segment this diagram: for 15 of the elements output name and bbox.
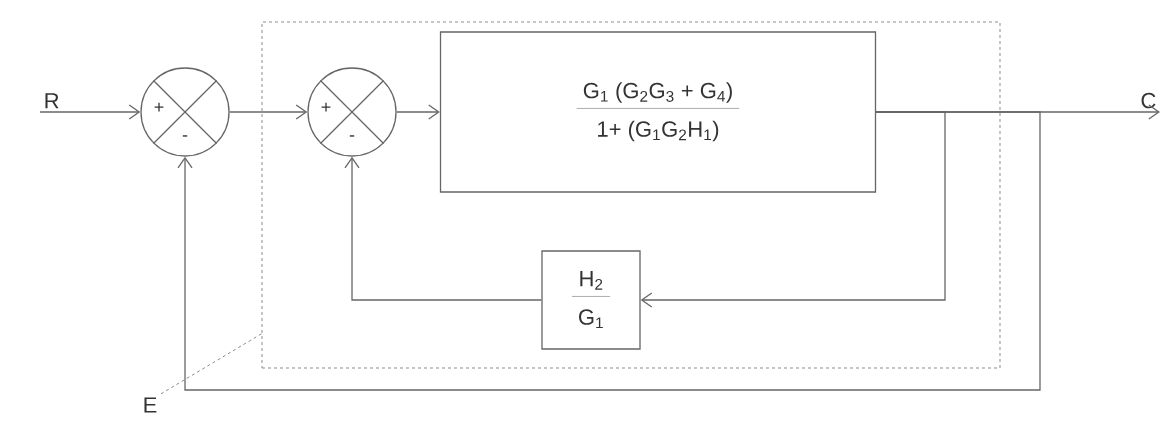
transfer-function-block: G$_{1}$ (G$_{2}$G$_{3}$ + G$_{4}$) 1+ (G$_{1}$G$_{2}$H$_{1}$) bbox=[439, 31, 877, 193]
arrow bbox=[229, 104, 308, 120]
arrow bbox=[396, 104, 440, 120]
signal-label: C bbox=[1141, 92, 1156, 109]
arrow bbox=[344, 156, 542, 301]
summing-junction: + - bbox=[307, 67, 397, 157]
dashed-boundary-box bbox=[261, 21, 1001, 369]
signal-label: R bbox=[45, 93, 59, 109]
transfer-function-block: H$_{2}$ G$_{1}$ bbox=[541, 250, 641, 350]
arrow bbox=[177, 111, 1041, 391]
summing-junction: + - bbox=[140, 67, 230, 157]
arrow bbox=[39, 104, 141, 120]
arrow bbox=[640, 111, 946, 308]
signal-label: E bbox=[144, 397, 157, 413]
leader-line bbox=[160, 333, 262, 395]
